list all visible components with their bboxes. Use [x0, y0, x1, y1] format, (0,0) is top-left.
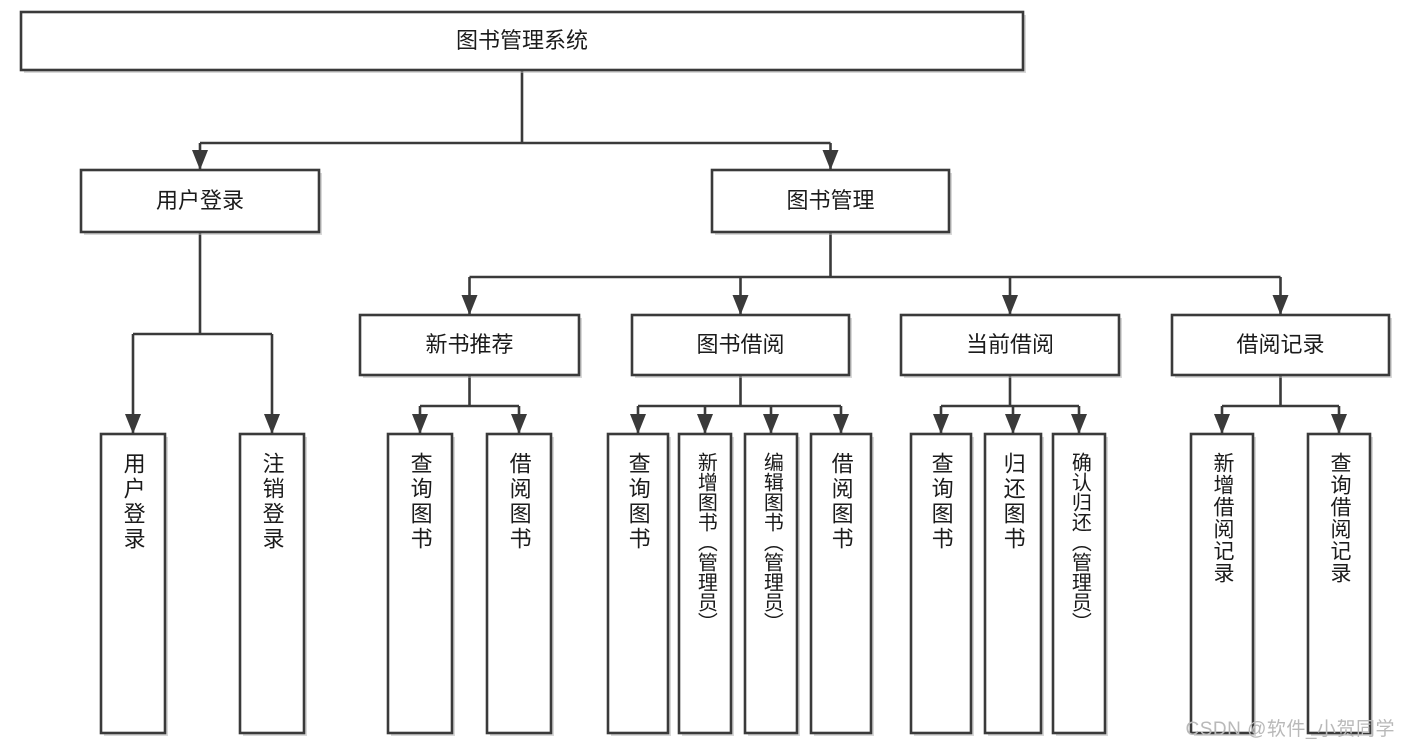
- node-level3-label-0: 新书推荐: [425, 332, 513, 357]
- arrow-head-icon: [763, 414, 779, 434]
- arrow-head-icon: [1002, 295, 1018, 315]
- arrow-head-icon: [822, 150, 839, 170]
- arrow-head-icon: [1071, 414, 1087, 434]
- arrow-head-icon: [732, 295, 749, 315]
- node-leaf-box-10[interactable]: [1051, 432, 1107, 735]
- arrow-head-icon: [1272, 295, 1289, 315]
- node-leaf-box-1[interactable]: [238, 432, 306, 735]
- node-box-layer: [19, 10, 1392, 736]
- node-level2-box-1[interactable]: [710, 168, 951, 234]
- arrow-head-icon: [461, 295, 478, 315]
- arrow-head-icon: [412, 414, 428, 434]
- arrow-head-icon: [1005, 414, 1021, 434]
- arrow-head-icon: [192, 150, 208, 170]
- arrow-head-icon: [933, 414, 949, 434]
- node-level3-label-3: 借阅记录: [1236, 332, 1324, 357]
- arrow-head-icon: [264, 414, 280, 434]
- connector-layer: [125, 70, 1347, 434]
- arrow-head-icon: [1331, 414, 1347, 434]
- arrow-head-icon: [511, 414, 527, 434]
- arrow-head-icon: [833, 414, 849, 434]
- csdn-watermark: CSDN @软件_小贺同学: [1185, 719, 1395, 740]
- node-level2-label-1: 图书管理: [786, 188, 874, 213]
- node-level3-box-1[interactable]: [630, 313, 851, 377]
- node-leaf-box-7[interactable]: [809, 432, 873, 735]
- node-level3-label-1: 图书借阅: [696, 332, 784, 357]
- node-level3-box-3[interactable]: [1170, 313, 1391, 377]
- node-level2-box-0[interactable]: [79, 168, 321, 234]
- arrow-head-icon: [125, 414, 141, 434]
- node-leaf-box-0[interactable]: [99, 432, 167, 735]
- node-leaf-box-6[interactable]: [743, 432, 799, 735]
- node-leaf-box-11[interactable]: [1189, 432, 1255, 735]
- arrow-head-icon: [1214, 414, 1230, 434]
- arrow-head-icon: [630, 414, 646, 434]
- node-leaf-box-8[interactable]: [909, 432, 973, 735]
- node-level3-box-2[interactable]: [899, 313, 1121, 377]
- node-leaf-box-4[interactable]: [606, 432, 670, 735]
- node-level3-box-0[interactable]: [358, 313, 581, 377]
- arrow-head-icon: [697, 414, 713, 434]
- node-leaf-box-2[interactable]: [386, 432, 454, 735]
- node-level2-label-0: 用户登录: [156, 188, 244, 213]
- node-root-box[interactable]: [19, 10, 1025, 72]
- node-leaf-box-3[interactable]: [485, 432, 553, 735]
- node-leaf-box-12[interactable]: [1306, 432, 1372, 735]
- node-leaf-box-9[interactable]: [983, 432, 1043, 735]
- node-leaf-box-5[interactable]: [677, 432, 733, 735]
- node-root-label: 图书管理系统: [456, 28, 588, 53]
- node-level3-label-2: 当前借阅: [966, 332, 1054, 357]
